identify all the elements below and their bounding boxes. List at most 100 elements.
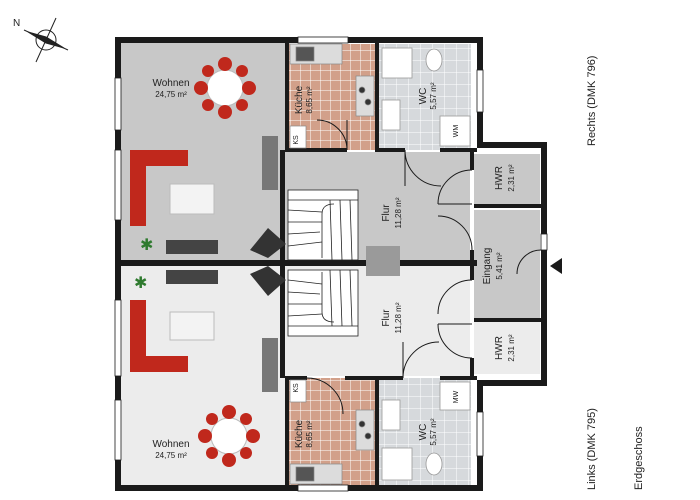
ks-bottom-label: KS	[293, 383, 300, 393]
unit-left-label: Links (DMK 795)	[586, 408, 598, 490]
kueche-top-area: 8,65 m²	[305, 86, 314, 113]
coffee-table-top	[169, 183, 215, 215]
dining-chairs-top	[194, 57, 256, 119]
sideboard-bottom	[262, 338, 278, 392]
window-wc-bottom	[476, 411, 484, 457]
wm-top-label: WM	[453, 125, 460, 138]
hwr-top-wall-bottom	[474, 204, 541, 208]
washer-top	[439, 115, 471, 147]
wc-bottom-area: 5,57 m²	[429, 418, 438, 445]
hwr-top-area: 2,31 m²	[507, 164, 516, 191]
kitchen-wall-left-top	[285, 43, 289, 148]
staircase-bottom	[287, 269, 359, 337]
dining-table-top	[206, 69, 244, 107]
washbasin-bottom	[381, 399, 401, 431]
doors	[306, 119, 542, 415]
kitchen-fixtures	[289, 43, 375, 485]
washbasin-top	[381, 99, 401, 131]
wohnen-top-name: Wohnen	[152, 78, 189, 89]
door-wc-bottom	[402, 341, 440, 379]
dining-chairs-bottom	[198, 405, 260, 467]
kueche-bottom-name: Küche	[294, 419, 305, 448]
wohnen-bottom-name: Wohnen	[152, 439, 189, 450]
tv-stand-bottom	[166, 270, 218, 284]
wc-top-name: WC	[418, 88, 429, 105]
door-eingang-top	[437, 215, 473, 251]
window-eingang	[540, 233, 548, 251]
wohnen-top-area: 24,75 m²	[155, 90, 187, 99]
entrance-arrow-icon	[550, 258, 562, 274]
flur-top-wall-left	[280, 150, 285, 260]
window-wc-top	[476, 69, 484, 113]
kitchen-wc-divider-bottom	[375, 380, 379, 485]
door-kueche-bottom	[306, 377, 344, 415]
door-wc-top	[404, 149, 442, 187]
wc-fixtures	[381, 47, 471, 481]
kitchen-top-wall	[285, 148, 347, 152]
kitchen-wc-divider-top	[375, 43, 379, 148]
sideboard-top	[262, 136, 278, 190]
compass-north-letter: N	[13, 18, 20, 29]
ks-top-label: KS	[293, 135, 300, 145]
kitchen-bottom-hob	[355, 409, 375, 451]
wc-top-wall-a	[375, 148, 405, 152]
flur-bottom-name: Flur	[381, 309, 392, 327]
eingang-name: Eingang	[482, 248, 493, 285]
eingang-floor	[474, 210, 540, 318]
outer-wall-left	[115, 37, 121, 491]
wc-top-area: 5,57 m²	[429, 82, 438, 109]
compass-rose-icon: N	[13, 17, 69, 63]
room-labels: Wohnen 24,75 m² Wohnen 24,75 m² Küche 8,…	[152, 78, 516, 460]
annex-wall-bottom	[477, 380, 547, 386]
coffee-table-bottom	[169, 311, 215, 341]
sofa-top	[130, 150, 188, 226]
annex-wall-top	[477, 142, 547, 148]
kitchen-top-sink	[295, 46, 315, 62]
shower-top	[381, 47, 413, 79]
door-hwr-bottom	[437, 323, 473, 359]
furniture-bottom: ✱	[130, 266, 286, 467]
stove-top-icon	[250, 228, 286, 258]
window-kueche-bottom	[297, 484, 349, 492]
kitchen-wall-left-bottom	[285, 380, 289, 485]
window-wohnen-bottom-a	[114, 299, 122, 377]
hwr-top-floor	[474, 154, 540, 206]
eingang-area: 5,41 m²	[495, 252, 504, 279]
hwr-bottom-wall-top	[474, 318, 541, 322]
annex-wall-right-top	[541, 142, 547, 234]
dining-table-bottom	[210, 417, 248, 455]
plant-top-icon: ✱	[140, 237, 153, 254]
floors	[121, 42, 540, 486]
stove-bottom-icon	[250, 266, 286, 296]
annex-wall-right-bottom	[541, 250, 547, 386]
door-eingang-bottom	[437, 279, 473, 315]
wc-bottom-wall	[440, 376, 477, 380]
window-wohnen-top-b	[114, 149, 122, 221]
kitchen-bottom-wall-a	[285, 376, 307, 380]
kitchen-top-fridge	[289, 125, 307, 149]
hwr-top-name: HWR	[494, 166, 505, 190]
shower-bottom	[381, 447, 413, 481]
door-entrance	[516, 249, 542, 275]
unit-right-label: Rechts (DMK 796)	[586, 55, 598, 146]
window-wohnen-bottom-b	[114, 399, 122, 461]
flur-bottom-area: 11,28 m²	[394, 302, 403, 333]
radiator-center	[366, 246, 400, 276]
hwr-bottom-wall-left	[470, 358, 474, 380]
mw-bottom-label: MW	[453, 390, 460, 403]
flur-bottom-wall-left	[280, 266, 285, 378]
kitchen-bottom-wall-b	[345, 376, 403, 380]
kitchen-top-hob	[355, 75, 375, 117]
toilet-bottom-icon	[425, 452, 443, 476]
floor-title: Erdgeschoss	[633, 426, 645, 490]
hwr-bottom-name: HWR	[494, 336, 505, 360]
kitchen-bottom-fridge	[289, 379, 307, 403]
flur-top-name: Flur	[381, 204, 392, 222]
stair-block-top	[287, 189, 359, 261]
wc-top-wall-b	[440, 148, 477, 152]
plant-bottom-icon: ✱	[134, 275, 147, 292]
staircase-top	[287, 189, 359, 261]
furniture-top: ✱	[130, 57, 286, 258]
sofa-bottom	[130, 300, 188, 372]
